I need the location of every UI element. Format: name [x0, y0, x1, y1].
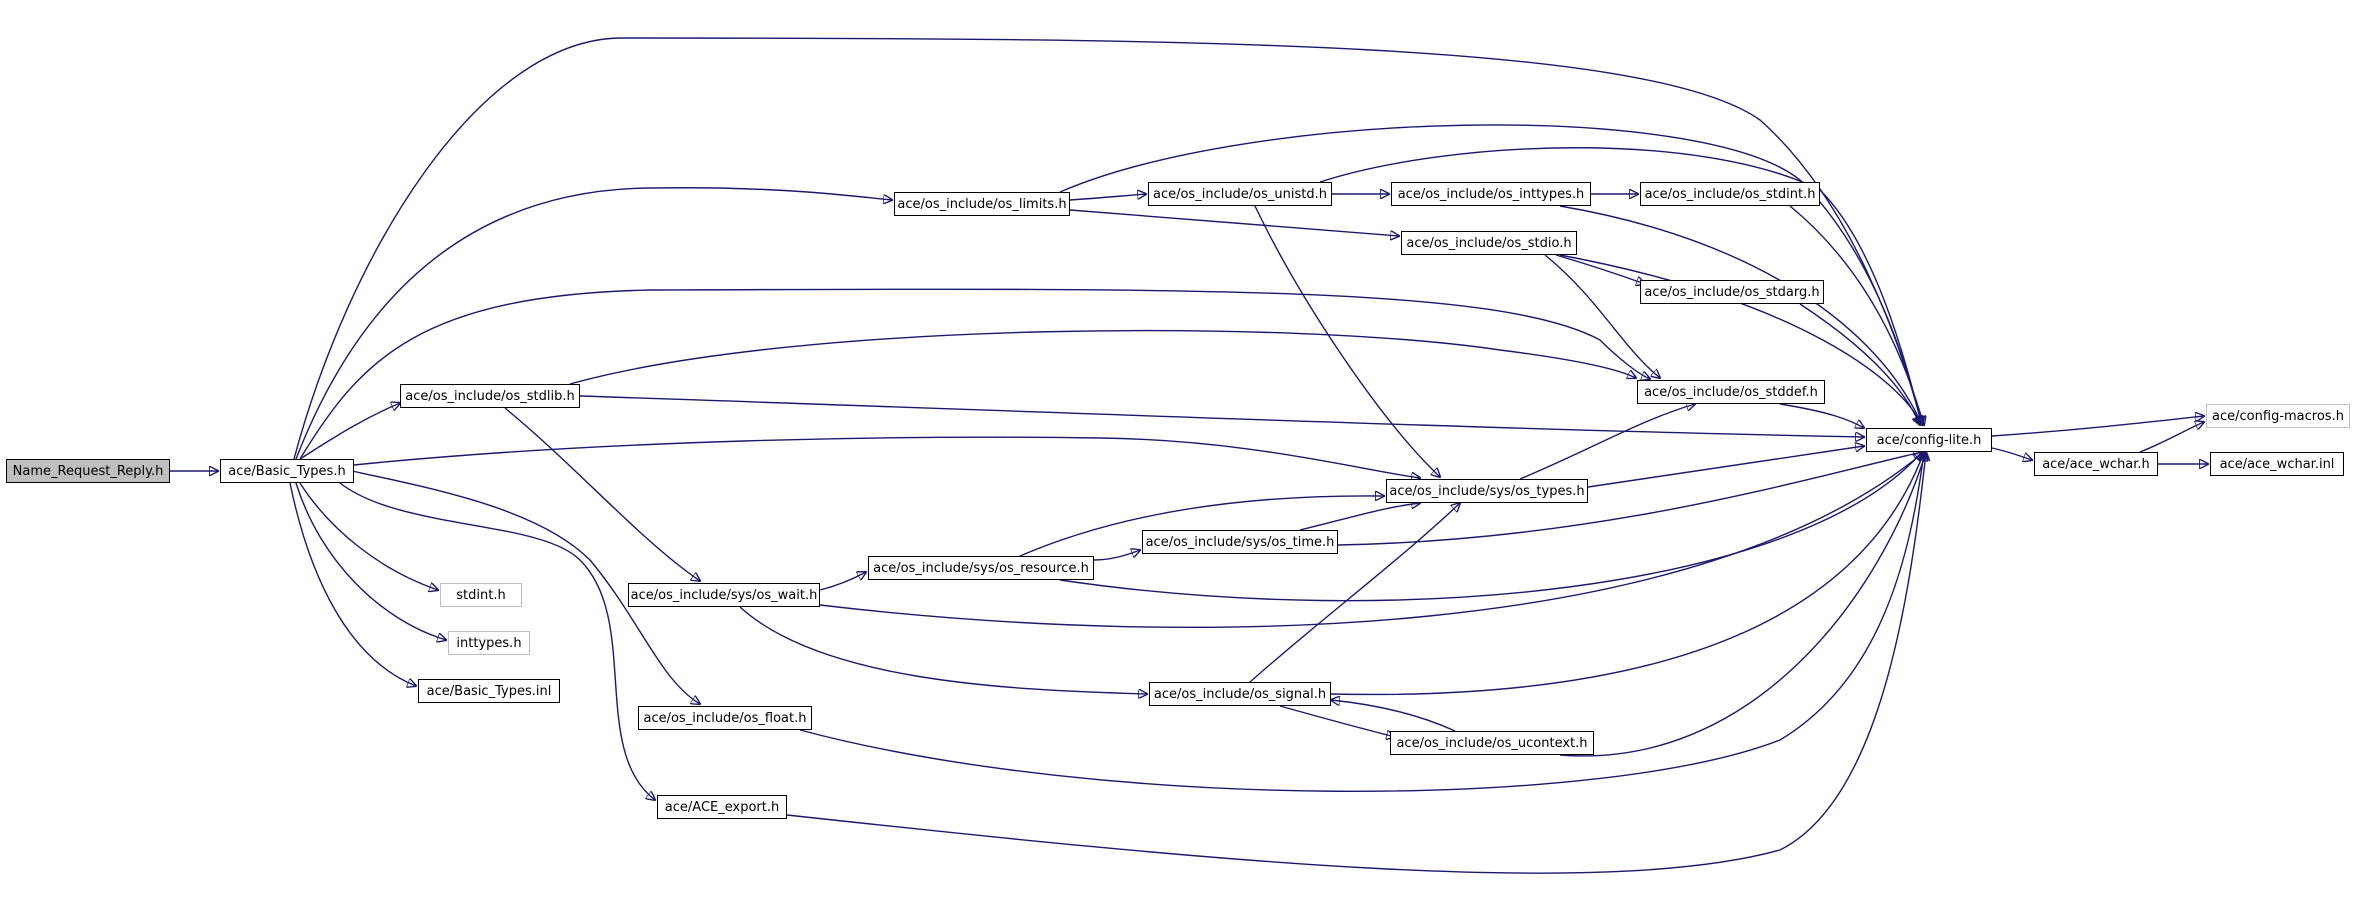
- edge-os-stdlib-to-config-lite: [579, 395, 1864, 437]
- edge-basic-to-os-limits: [295, 187, 892, 460]
- edge-sys-os-wait-to-os-signal: [739, 606, 1147, 694]
- node-os-stdio[interactable]: ace/os_include/os_stdio.h: [1401, 231, 1577, 255]
- node-config-lite[interactable]: ace/config-lite.h: [1866, 428, 1992, 452]
- edge-basic-to-config-top: [293, 37, 1922, 460]
- node-os-stdint[interactable]: ace/os_include/os_stdint.h: [1640, 182, 1820, 206]
- node-sys-os-types[interactable]: ace/os_include/sys/os_types.h: [1386, 479, 1588, 503]
- node-os-inttypes[interactable]: ace/os_include/os_inttypes.h: [1391, 182, 1591, 206]
- edge-sys-os-time-to-config-lite: [1337, 452, 1922, 546]
- node-os-limits[interactable]: ace/os_include/os_limits.h: [894, 192, 1070, 216]
- node-ace-wchar[interactable]: ace/ace_wchar.h: [2034, 452, 2158, 476]
- edge-os-float-to-config-lite: [799, 452, 1924, 792]
- node-sys-os-wait[interactable]: ace/os_include/sys/os_wait.h: [628, 583, 820, 607]
- edge-os-limits-to-config-lite: [1059, 124, 1922, 425]
- edge-ace-export-to-config-lite: [786, 452, 1926, 874]
- edge-os-unistd-to-config-lite: [1319, 147, 1922, 425]
- node-os-ucontext[interactable]: ace/os_include/os_ucontext.h: [1390, 731, 1594, 755]
- edge-sys-os-wait-to-sys-os-resource: [819, 572, 866, 591]
- node-os-stdlib[interactable]: ace/os_include/os_stdlib.h: [400, 384, 580, 408]
- edge-basic-to-os-stddef-upper: [299, 288, 1650, 460]
- edge-basic-to-basic-types-inl: [289, 482, 416, 686]
- node-os-float[interactable]: ace/os_include/os_float.h: [638, 706, 812, 730]
- edge-ace-wchar-to-config-macros: [2139, 422, 2204, 453]
- edge-sys-os-types-to-os-stddef: [1519, 404, 1695, 480]
- node-os-stdarg[interactable]: ace/os_include/os_stdarg.h: [1640, 280, 1824, 304]
- edge-os-signal-to-config-lite: [1330, 452, 1924, 696]
- edge-os-limits-to-os-stdio: [1069, 209, 1399, 236]
- edge-group: [170, 37, 2208, 874]
- edge-sys-os-resource-to-sys-os-time: [1093, 550, 1140, 561]
- edge-os-stdlib-to-sys-os-wait: [504, 407, 700, 581]
- node-basic-types[interactable]: ace/Basic_Types.h: [220, 459, 354, 483]
- edge-os-stdio-to-os-stdarg: [1555, 254, 1645, 284]
- edge-os-stdio-to-os-stddef: [1544, 254, 1660, 378]
- edge-os-unistd-to-sys-os-types: [1254, 205, 1440, 477]
- node-os-stddef[interactable]: ace/os_include/os_stddef.h: [1637, 380, 1825, 404]
- edge-os-signal-to-os-ucontext: [1279, 705, 1395, 737]
- edge-basic-to-os-stdlib: [299, 403, 400, 460]
- node-ace-export[interactable]: ace/ACE_export.h: [657, 795, 787, 819]
- edge-basic-to-ace-export: [339, 482, 655, 800]
- edge-basic-to-inttypes: [295, 482, 446, 640]
- node-sys-os-time[interactable]: ace/os_include/sys/os_time.h: [1142, 530, 1338, 554]
- node-sys-os-resource[interactable]: ace/os_include/sys/os_resource.h: [868, 556, 1094, 580]
- edge-basic-to-sys-os-types: [353, 436, 1420, 478]
- edge-basic-to-stdint: [299, 482, 438, 590]
- node-name-request-reply: Name_Request_Reply.h: [6, 459, 170, 483]
- node-inttypes[interactable]: inttypes.h: [448, 631, 530, 655]
- edge-os-limits-to-os-unistd: [1069, 194, 1146, 201]
- node-os-unistd[interactable]: ace/os_include/os_unistd.h: [1148, 182, 1332, 206]
- edge-sys-os-time-to-sys-os-types: [1299, 503, 1420, 531]
- edge-os-ucontext-to-config-lite: [1559, 452, 1926, 757]
- edge-os-stddef-to-config-lite: [1779, 403, 1864, 428]
- edge-os-stdlib-to-os-stddef: [569, 329, 1636, 385]
- edge-sys-os-resource-to-sys-os-types: [1019, 496, 1384, 557]
- edge-sys-os-resource-to-config-lite: [1059, 452, 1922, 602]
- edge-sys-os-wait-to-config-lite: [819, 452, 1924, 629]
- edge-sys-os-types-to-config-lite: [1587, 446, 1864, 488]
- edge-config-lite-to-config-macros: [1991, 416, 2204, 437]
- edge-os-signal-to-sys-os-types: [1249, 503, 1460, 683]
- node-basic-types-inl[interactable]: ace/Basic_Types.inl: [418, 679, 560, 703]
- node-os-signal[interactable]: ace/os_include/os_signal.h: [1149, 682, 1331, 706]
- edge-basic-to-os-float: [351, 470, 700, 704]
- node-stdint[interactable]: stdint.h: [440, 583, 522, 607]
- edge-config-lite-to-ace-wchar: [1991, 447, 2032, 460]
- edge-os-stdint-to-config-lite: [1789, 205, 1924, 425]
- edge-os-stdio-to-config-lite: [1559, 254, 1922, 425]
- edge-os-ucontext-to-os-signal: [1331, 700, 1456, 732]
- edge-os-stdarg-to-config-lite: [1799, 303, 1920, 425]
- node-ace-wchar-inl[interactable]: ace/ace_wchar.inl: [2210, 452, 2344, 476]
- node-config-macros[interactable]: ace/config-macros.h: [2206, 404, 2350, 428]
